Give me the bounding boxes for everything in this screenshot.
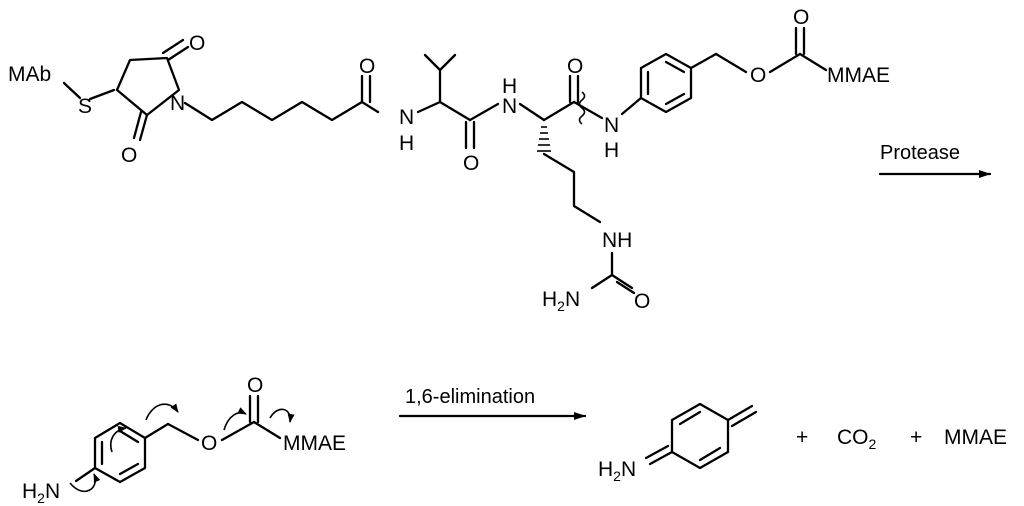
bond-urea-o <box>610 273 634 290</box>
curved-arrow-4 <box>223 407 247 431</box>
int-bond-ch2-o <box>166 422 200 442</box>
bond-co-ncit <box>468 102 500 122</box>
label-n-pab: N <box>604 114 619 137</box>
curved-arrow-5 <box>269 408 295 423</box>
label-protease: Protease <box>880 142 960 164</box>
hashed-stereo-bond <box>537 126 551 152</box>
bond-co-top-double <box>161 38 185 55</box>
bond-val-me1 <box>423 53 442 72</box>
bond-co-bottom-double <box>132 110 143 140</box>
bond-n-pab <box>620 96 643 116</box>
label-o-ether: O <box>750 64 766 87</box>
bond-co-top <box>166 45 190 62</box>
bond-carbamate-mmae <box>798 52 828 72</box>
int-bond-nh2 <box>74 466 97 483</box>
protease-arrow: Protease <box>878 142 992 178</box>
label-plus-2: + <box>910 426 922 449</box>
label-mmae-top: MMAE <box>827 64 890 87</box>
bond-cit-co <box>542 100 576 122</box>
hexanoyl-chain <box>183 100 380 122</box>
int-bond-ch2 <box>143 422 170 440</box>
label-int-o-carbonyl: O <box>247 374 263 397</box>
label-mab: MAb <box>8 63 51 86</box>
label-o-carbamate-top: O <box>793 6 809 29</box>
label-mmae-product: MMAE <box>944 426 1007 449</box>
qmi-double-1 <box>678 410 702 426</box>
qmi-exo-methylene <box>726 404 754 422</box>
qmi-imine-double <box>644 444 670 460</box>
label-n-val: N <box>399 106 414 129</box>
qmi-double-2 <box>698 446 722 462</box>
bond-o-carbamate <box>768 52 802 74</box>
bond-co-bottom <box>138 113 149 142</box>
cleavage-site-wavy <box>578 91 586 125</box>
bond-cit-n-pab <box>572 100 604 120</box>
int-inner-bond-3 <box>118 462 140 476</box>
products: H2N + CO2 + MMAE <box>598 402 1007 484</box>
qmi-exo-methylene-double <box>730 410 758 428</box>
succinimide-ring <box>115 56 181 117</box>
label-co2: CO2 <box>837 426 877 452</box>
bond-ncit-ca <box>518 102 546 122</box>
elimination-arrow: 1,6-elimination <box>398 386 587 420</box>
label-elimination: 1,6-elimination <box>405 386 535 408</box>
label-nh-urea: NH <box>602 229 632 252</box>
curved-arrow-3 <box>145 403 179 421</box>
label-o-imide-bottom: O <box>121 144 137 167</box>
pab-inner-bond-3 <box>664 92 686 106</box>
label-h-cit: H <box>502 75 517 98</box>
label-n-imide: N <box>170 92 185 115</box>
label-int-o-ether: O <box>201 432 217 455</box>
bond-mab-s <box>62 81 82 100</box>
label-int-mmae: MMAE <box>283 432 346 455</box>
curved-arrow-2 <box>110 425 127 453</box>
label-o-cit: O <box>567 55 583 78</box>
label-n-cit: N <box>502 95 517 118</box>
bond-nval-ca <box>416 100 442 114</box>
int-inner-bond-2 <box>118 429 140 444</box>
intermediate-structure: H2N O O MMAE <box>22 374 346 506</box>
bond-pab-ch2 <box>689 52 718 70</box>
label-o-imide-top: O <box>189 32 205 55</box>
label-h2n-urea: H2N <box>542 288 580 314</box>
bond-s-ring <box>88 88 116 101</box>
label-o-hexanoyl: O <box>359 55 375 78</box>
label-s: S <box>78 95 92 118</box>
int-bond-c-mmae <box>252 420 282 440</box>
bond-val-co <box>438 100 472 122</box>
label-o-urea: O <box>634 290 650 313</box>
label-qmi-h2n: H2N <box>598 458 636 484</box>
label-h-pab: H <box>604 139 619 162</box>
label-int-h2n: H2N <box>22 480 60 506</box>
curved-arrow-1 <box>69 473 101 493</box>
bond-ch2-o <box>714 52 748 74</box>
bond-val-me2 <box>438 53 457 72</box>
adc-linker-structure: MAb S N O O O N H O N H O N H O O MMAE N… <box>8 6 890 314</box>
citrulline-side-chain <box>542 152 602 224</box>
quinone-methide-imine-ring <box>670 402 730 470</box>
pab-inner-bond-2 <box>664 60 686 74</box>
qmi-imine <box>648 450 674 466</box>
int-bond-o-c <box>220 420 256 442</box>
label-h-val: H <box>399 132 414 155</box>
bond-urea-nh2 <box>590 273 614 290</box>
bond-urea-o-double <box>615 280 636 295</box>
label-plus-1: + <box>796 426 808 449</box>
label-o-val: O <box>463 152 479 175</box>
